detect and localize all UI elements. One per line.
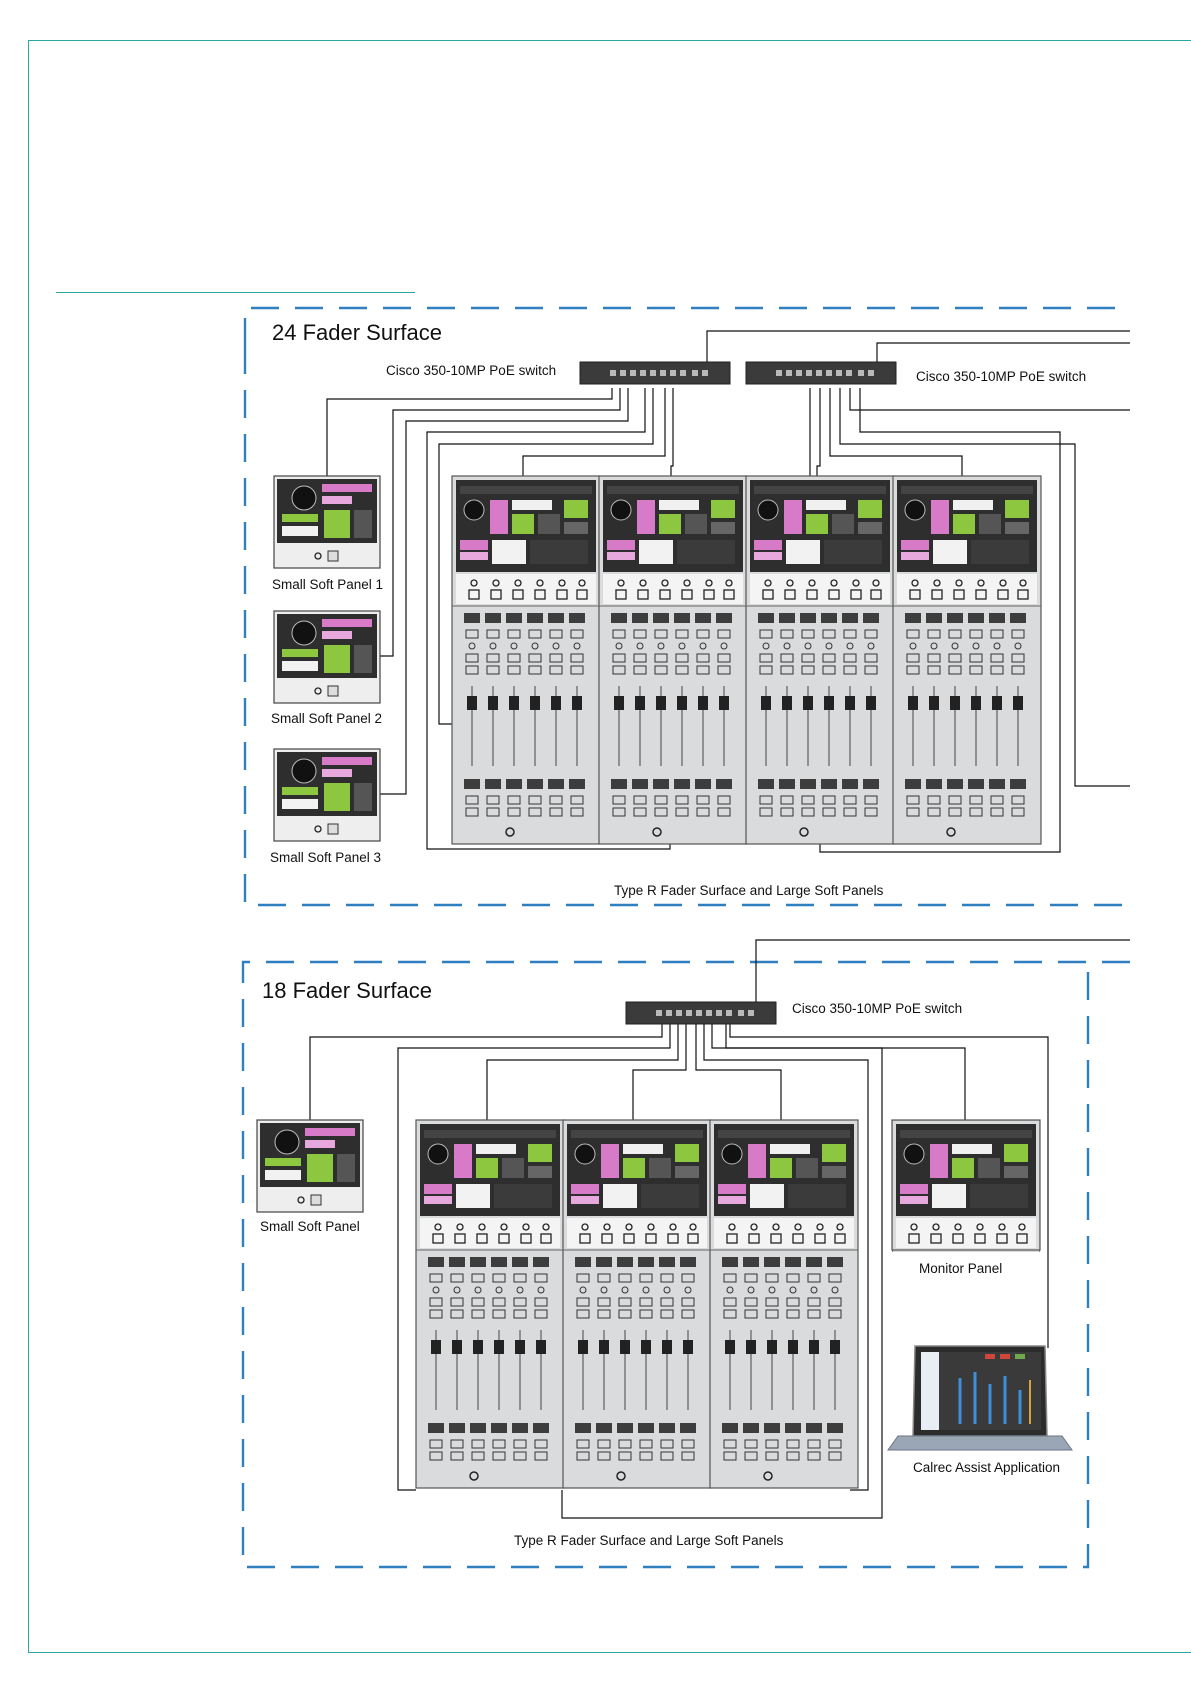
section-18-title: 18 Fader Surface	[262, 978, 432, 1003]
switch-18-label: Cisco 350-10MP PoE switch	[792, 1001, 962, 1016]
fader-bay-3	[746, 476, 894, 844]
laptop-icon	[888, 1346, 1072, 1450]
section-24-fader: 24 Fader Surface Cisco 350-10MP PoE swit…	[245, 308, 1130, 905]
cisco-switch-left	[580, 362, 730, 384]
assist-app-label: Calrec Assist Application	[913, 1460, 1060, 1475]
cisco-switch-18	[626, 1002, 776, 1024]
fader-bay-18-3	[710, 1120, 858, 1488]
section-18-caption: Type R Fader Surface and Large Soft Pane…	[514, 1533, 784, 1548]
fader-bay-1	[452, 476, 600, 844]
small-panel-3-label: Small Soft Panel 3	[270, 850, 381, 865]
section-24-caption: Type R Fader Surface and Large Soft Pane…	[614, 883, 884, 898]
small-panel-18-label: Small Soft Panel	[260, 1219, 360, 1234]
section-18-fader: 18 Fader Surface Cisco 350-10MP PoE swit…	[243, 940, 1130, 1567]
fader-bay-2	[599, 476, 747, 844]
small-panel-2-label: Small Soft Panel 2	[271, 711, 382, 726]
switch-left-label: Cisco 350-10MP PoE switch	[386, 363, 556, 378]
section-24-title: 24 Fader Surface	[272, 320, 442, 345]
monitor-panel-label: Monitor Panel	[919, 1261, 1002, 1276]
small-soft-panel-18	[257, 1120, 363, 1212]
small-soft-panel-1	[274, 476, 380, 568]
fader-bay-18-2	[563, 1120, 711, 1488]
fader-bay-18-1	[416, 1120, 564, 1488]
small-soft-panel-3	[274, 749, 380, 841]
fader-bay-4	[893, 476, 1041, 844]
cisco-switch-right	[746, 362, 896, 384]
small-soft-panel-2	[274, 611, 380, 703]
switch-right-label: Cisco 350-10MP PoE switch	[916, 369, 1086, 384]
small-panel-1-label: Small Soft Panel 1	[272, 577, 383, 592]
